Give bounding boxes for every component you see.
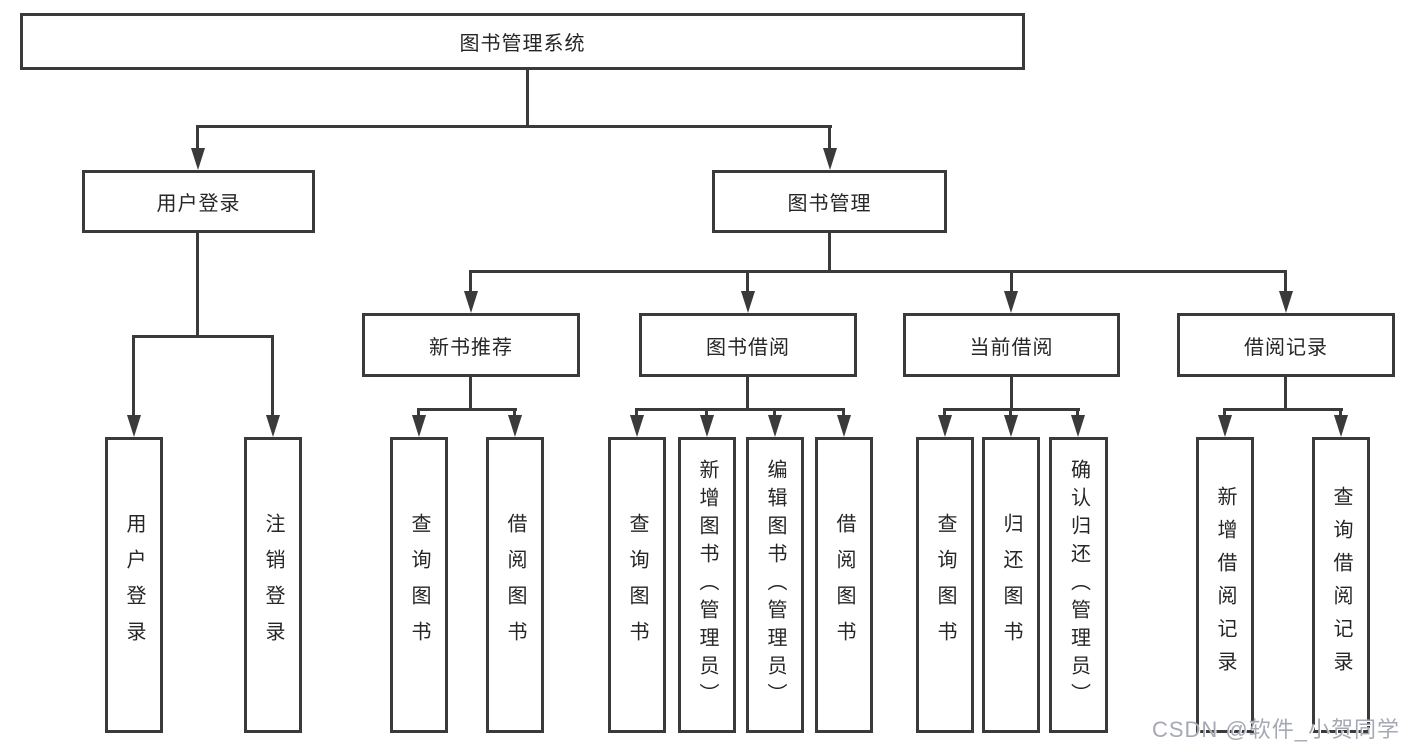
node-borrowing-records: 借阅记录 (1177, 313, 1395, 377)
arrow-down-icon (1004, 291, 1018, 313)
leaf-query-books-borrowing: 查询图书 (608, 437, 666, 733)
leaf-label: 新增借阅记录 (1214, 486, 1236, 684)
leaf-user-login: 用户登录 (105, 437, 163, 733)
leaf-label: 归还图书 (1000, 513, 1022, 657)
node-new-book-recommend: 新书推荐 (362, 313, 580, 377)
arrow-down-icon (127, 415, 141, 437)
node-label: 借阅记录 (1244, 336, 1328, 359)
connector-line (1284, 377, 1287, 408)
arrow-down-icon (464, 291, 478, 313)
node-label: 用户登录 (156, 193, 241, 215)
leaf-label: 新增图书（管理员） (696, 459, 718, 711)
connector-line (1284, 273, 1287, 293)
leaf-label: 借阅图书 (504, 513, 526, 657)
connector-line (196, 233, 199, 335)
connector-line (526, 70, 529, 125)
arrow-down-icon (741, 291, 755, 313)
arrow-down-icon (1279, 291, 1293, 313)
arrow-down-icon (938, 415, 952, 437)
arrow-down-icon (1218, 415, 1232, 437)
leaf-label: 编辑图书（管理员） (764, 459, 786, 711)
arrow-down-icon (1334, 415, 1348, 437)
connector-line (132, 338, 135, 416)
leaf-query-books-current: 查询图书 (916, 437, 974, 733)
node-label: 图书借阅 (706, 336, 790, 359)
arrow-down-icon (266, 415, 280, 437)
arrow-down-icon (1071, 415, 1085, 437)
connector-line (271, 338, 274, 416)
connector-line (828, 128, 831, 150)
csdn-watermark: CSDN @软件_小贺同学 (1151, 717, 1400, 742)
leaf-borrow-books: 借阅图书 (815, 437, 873, 733)
arrow-down-icon (508, 415, 522, 437)
leaf-label: 用户登录 (123, 513, 145, 657)
connector-line (635, 408, 845, 411)
leaf-add-books-admin: 新增图书（管理员） (678, 437, 736, 733)
leaf-add-borrow-record: 新增借阅记录 (1196, 437, 1254, 733)
node-user-login: 用户登录 (82, 170, 315, 233)
leaf-label: 借阅图书 (833, 513, 855, 657)
connector-line (943, 408, 1080, 411)
connector-line (469, 377, 472, 408)
connector-line (417, 408, 517, 411)
connector-line (196, 128, 199, 150)
leaf-label: 查询图书 (626, 513, 648, 657)
connector-line (132, 335, 274, 338)
node-root-label: 图书管理系统 (459, 33, 586, 55)
arrow-down-icon (1004, 415, 1018, 437)
node-label: 新书推荐 (429, 336, 513, 359)
leaf-confirm-return-admin: 确认归还（管理员） (1049, 437, 1108, 733)
connector-line (828, 233, 831, 270)
arrow-down-icon (823, 148, 837, 170)
arrow-down-icon (630, 415, 644, 437)
leaf-label: 查询借阅记录 (1330, 486, 1352, 684)
arrow-down-icon (191, 148, 205, 170)
arrow-down-icon (837, 415, 851, 437)
node-label: 当前借阅 (969, 336, 1054, 359)
node-book-borrowing: 图书借阅 (639, 313, 857, 377)
leaf-logout: 注销登录 (244, 437, 302, 733)
leaf-edit-books-admin: 编辑图书（管理员） (746, 437, 804, 733)
node-current-borrowing: 当前借阅 (903, 313, 1120, 377)
leaf-label: 确认归还（管理员） (1067, 459, 1090, 711)
connector-line (1010, 273, 1013, 293)
node-label: 图书管理 (787, 193, 872, 215)
leaf-borrow-books-recommend: 借阅图书 (486, 437, 544, 733)
arrow-down-icon (700, 415, 714, 437)
leaf-label: 查询图书 (934, 513, 956, 657)
node-root: 图书管理系统 (20, 13, 1025, 70)
leaf-label: 查询图书 (408, 513, 430, 657)
connector-line (1010, 377, 1013, 408)
connector-line (1223, 408, 1343, 411)
arrow-down-icon (412, 415, 426, 437)
leaf-query-books-recommend: 查询图书 (390, 437, 448, 733)
connector-line (469, 273, 472, 293)
connector-line (746, 273, 749, 293)
leaf-query-borrow-record: 查询借阅记录 (1312, 437, 1370, 733)
connector-line (746, 377, 749, 408)
node-book-management: 图书管理 (712, 170, 947, 233)
connector-line (196, 125, 832, 128)
connector-line (469, 270, 1287, 273)
arrow-down-icon (768, 415, 782, 437)
leaf-label: 注销登录 (262, 513, 284, 657)
leaf-return-books: 归还图书 (982, 437, 1040, 733)
